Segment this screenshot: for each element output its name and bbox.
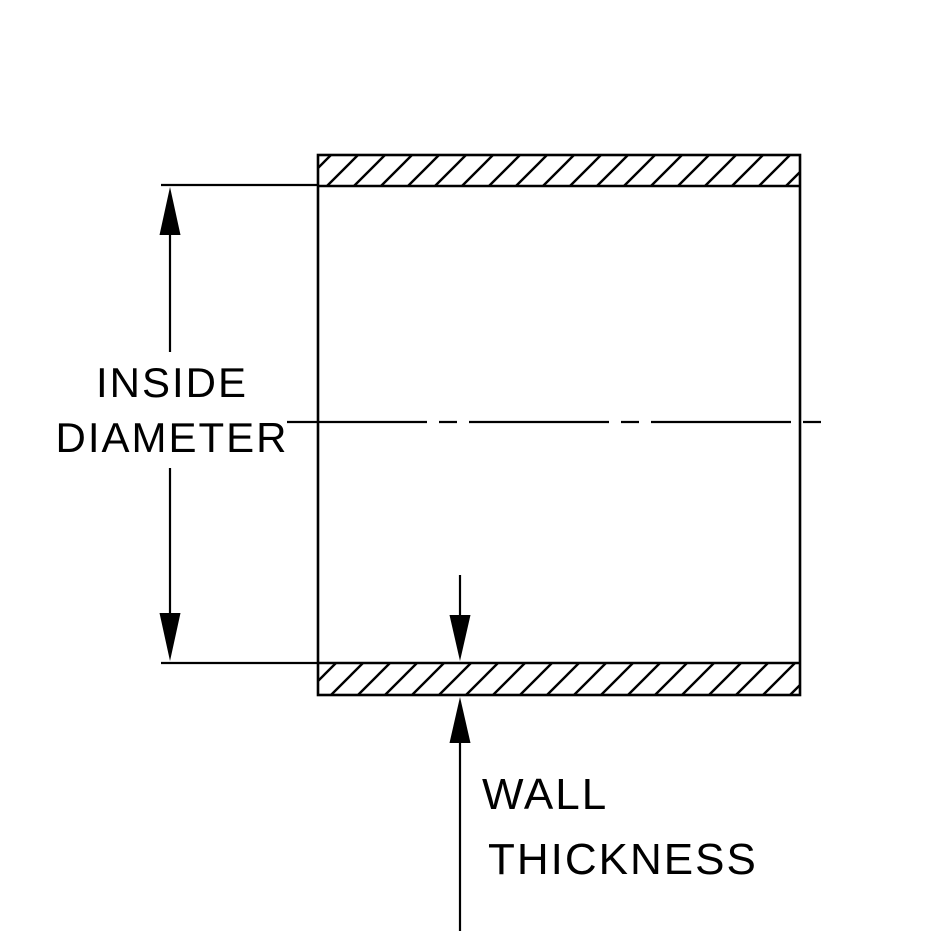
arrow-up-icon	[449, 697, 471, 743]
arrow-down-icon	[449, 615, 471, 661]
inside-diameter-label-line2: DIAMETER	[55, 414, 288, 461]
inside-diameter-label-line1: INSIDE	[96, 359, 248, 406]
wall-thickness-label-line2: THICKNESS	[488, 835, 758, 884]
inside-diameter-dimension: INSIDE DIAMETER	[55, 183, 318, 665]
tube-outline	[316, 153, 802, 697]
top-wall-hatch	[318, 155, 800, 186]
arrow-down-icon	[159, 613, 181, 661]
wall-thickness-dimension: WALL THICKNESS	[449, 575, 758, 931]
wall-thickness-label-line1: WALL	[482, 770, 608, 819]
arrow-up-icon	[159, 187, 181, 235]
bottom-wall-hatch	[318, 663, 800, 695]
tube-cross-section	[287, 153, 822, 697]
